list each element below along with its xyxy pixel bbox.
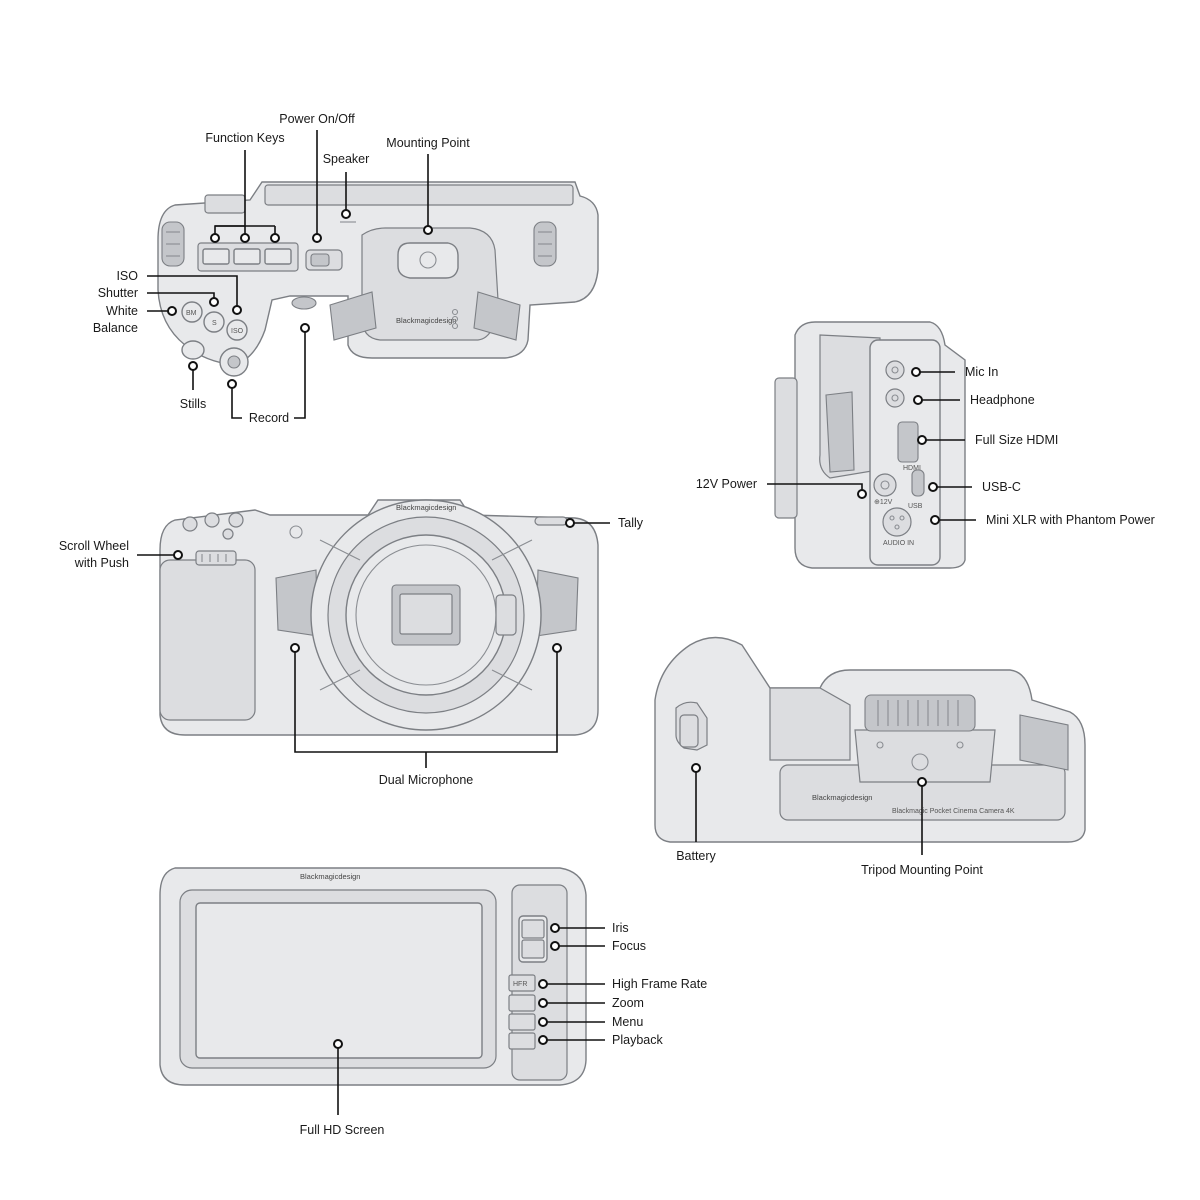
label-menu: Menu [612, 1015, 643, 1029]
label-speaker: Speaker [323, 152, 370, 166]
label-power: Power On/Off [279, 112, 355, 126]
v12-port-text: ⊕12V [874, 499, 893, 506]
label-with-push: with Push [74, 556, 129, 570]
rear-view: Blackmagicdesign HFR Iris Focus High Fra… [159, 867, 707, 1137]
label-mounting-point: Mounting Point [386, 136, 470, 150]
front-view: Blackmagicdesign Scroll Wheel with Push … [59, 499, 644, 787]
usb-port-text: USB [908, 503, 923, 510]
label-iso: ISO [116, 269, 138, 283]
top-view: Blackmagicdesign BM S ISO [93, 112, 599, 425]
label-dual-microphone: Dual Microphone [379, 773, 474, 787]
label-scroll-wheel: Scroll Wheel [59, 539, 129, 553]
wb-button-text: BM [186, 310, 197, 317]
label-stills: Stills [180, 397, 206, 411]
label-playback: Playback [612, 1033, 663, 1047]
shutter-button-text: S [212, 320, 217, 327]
label-12v-power: 12V Power [696, 477, 757, 491]
audio-port-text: AUDIO IN [883, 540, 914, 547]
front-brand: Blackmagicdesign [396, 503, 456, 512]
iso-button-text: ISO [231, 328, 244, 335]
top-brand: Blackmagicdesign [396, 316, 456, 325]
label-balance: Balance [93, 321, 138, 335]
label-hfr: High Frame Rate [612, 977, 707, 991]
label-mic-in: Mic In [965, 365, 998, 379]
power-dot [312, 233, 322, 243]
rear-brand: Blackmagicdesign [300, 872, 360, 881]
label-headphone: Headphone [970, 393, 1035, 407]
bottom-brand: Blackmagicdesign [812, 793, 872, 802]
label-tally: Tally [618, 516, 644, 530]
label-battery: Battery [676, 849, 716, 863]
label-white: White [106, 304, 138, 318]
bottom-view: Blackmagicdesign Blackmagic Pocket Cinem… [654, 636, 1086, 877]
label-shutter: Shutter [98, 286, 138, 300]
label-function-keys: Function Keys [205, 131, 284, 145]
label-usbc: USB-C [982, 480, 1021, 494]
side-view: HDMI ⊕12V USB AUDIO IN Mic In Headphone … [696, 321, 1155, 569]
bottom-plate-text: Blackmagic Pocket Cinema Camera 4K [892, 808, 1015, 815]
hdmi-port-text: HDMI [903, 465, 921, 472]
label-tripod-mount: Tripod Mounting Point [861, 863, 983, 877]
label-focus: Focus [612, 939, 646, 953]
label-full-hd-screen: Full HD Screen [300, 1123, 385, 1137]
label-iris: Iris [612, 921, 629, 935]
hfr-button-text: HFR [513, 981, 527, 988]
label-record: Record [249, 411, 289, 425]
label-zoom: Zoom [612, 996, 644, 1010]
label-mini-xlr: Mini XLR with Phantom Power [986, 513, 1155, 527]
label-hdmi: Full Size HDMI [975, 433, 1058, 447]
